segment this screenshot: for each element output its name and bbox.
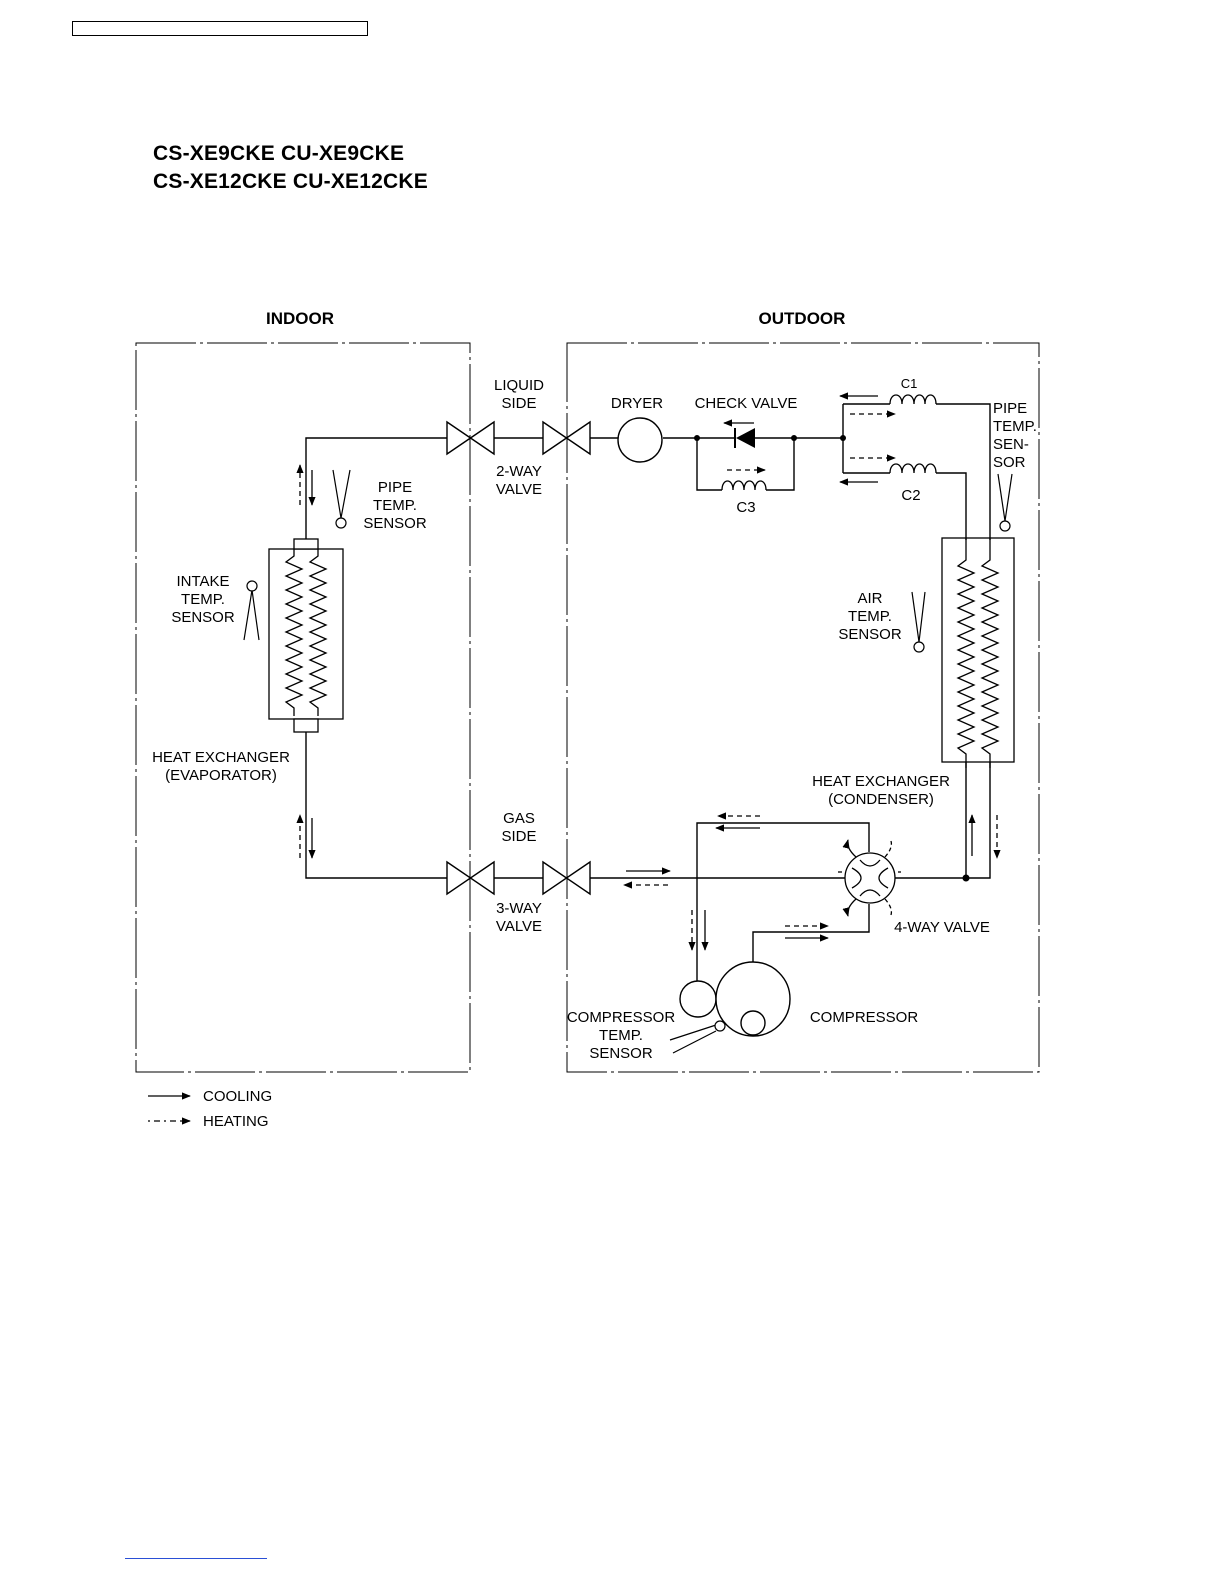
footer-link-line xyxy=(125,1558,267,1559)
c1-capillary-icon xyxy=(889,394,937,405)
indoor-liquid-pipe xyxy=(305,437,447,539)
condenser-label: (CONDENSER) xyxy=(828,791,934,808)
condenser-junction-dot xyxy=(962,874,970,882)
indoor-pipe-temp-sensor-label: PIPE xyxy=(378,479,412,496)
dryer-label: DRYER xyxy=(611,395,663,412)
outdoor-pipe-temp-sensor-label: PIPE xyxy=(993,400,1027,417)
air-temp-sensor-label: TEMP. xyxy=(848,608,892,625)
compressor-temp-sensor-label: TEMP. xyxy=(599,1027,643,1044)
pipe-4-way-to-condenser xyxy=(895,762,991,879)
intake-temp-sensor-label: INTAKE xyxy=(176,573,229,590)
junction-dot xyxy=(791,435,797,441)
two-way-valve-label: 2-WAY xyxy=(496,463,542,480)
liquid-side-label: LIQUID xyxy=(494,377,544,394)
air-temp-sensor-label: SENSOR xyxy=(838,626,902,643)
discharge-pipe xyxy=(752,904,870,963)
compressor-temp-sensor-label: COMPRESSOR xyxy=(567,1009,676,1026)
model-line-2: CS-XE12CKE CU-XE12CKE xyxy=(153,170,428,193)
compressor-icon xyxy=(679,961,791,1037)
outdoor-pipe-temp-sensor-label: SEN- xyxy=(993,436,1029,453)
c3-bypass-pipe xyxy=(696,438,795,491)
air-temp-sensor-icon xyxy=(911,591,926,653)
two-way-valve-label: VALVE xyxy=(496,481,542,498)
c2-pipe xyxy=(843,472,967,540)
evaporator-label: HEAT EXCHANGER xyxy=(152,749,290,766)
evaporator-label: (EVAPORATOR) xyxy=(165,767,277,784)
legend-heating-label: HEATING xyxy=(203,1113,269,1130)
condenser-label: HEAT EXCHANGER xyxy=(812,773,950,790)
header-box xyxy=(72,21,368,36)
c3-capillary-icon xyxy=(721,480,767,491)
two-way-valve-indoor-icon xyxy=(446,420,495,456)
liquid-side-label: SIDE xyxy=(501,395,536,412)
air-temp-sensor-label: AIR xyxy=(857,590,882,607)
legend: COOLING HEATING xyxy=(148,1088,272,1130)
indoor-pipe-temp-sensor-label: SENSOR xyxy=(363,515,427,532)
gas-side-label: GAS xyxy=(503,810,535,827)
intake-temp-sensor-label: TEMP. xyxy=(181,591,225,608)
compressor-temp-sensor-label: SENSOR xyxy=(589,1045,653,1062)
junction-dot xyxy=(840,435,846,441)
four-way-valve-icon xyxy=(838,839,903,917)
three-way-valve-indoor-icon xyxy=(446,860,495,896)
c3-label: C3 xyxy=(736,499,755,516)
suction-pipe xyxy=(696,822,870,983)
outdoor-pipe-temp-sensor-label: SOR xyxy=(993,454,1026,471)
gas-side-label: SIDE xyxy=(501,828,536,845)
intake-temp-sensor-icon xyxy=(243,580,260,641)
intake-temp-sensor-label: SENSOR xyxy=(171,609,235,626)
indoor-pipe-temp-sensor-icon xyxy=(332,469,351,529)
four-way-valve-label: 4-WAY VALVE xyxy=(894,919,990,936)
indoor-heading: INDOOR xyxy=(266,309,334,328)
outdoor-pipe-temp-sensor-icon xyxy=(997,473,1013,532)
three-way-valve-icon xyxy=(542,860,591,896)
unit-boundaries xyxy=(135,342,1040,1073)
legend-cooling-label: COOLING xyxy=(203,1088,272,1105)
outdoor-unit-boundary xyxy=(566,342,1040,1073)
c2-capillary-icon xyxy=(889,463,937,474)
outdoor-pipe-temp-sensor-label: TEMP. xyxy=(993,418,1037,435)
two-way-valve-icon xyxy=(542,420,591,456)
c1-label: C1 xyxy=(901,376,918,391)
model-line-1: CS-XE9CKE CU-XE9CKE xyxy=(153,142,405,165)
indoor-gas-pipe xyxy=(305,732,447,879)
indoor-pipe-temp-sensor-label: TEMP. xyxy=(373,497,417,514)
evaporator-icon xyxy=(268,538,344,733)
three-way-valve-label: VALVE xyxy=(496,918,542,935)
compressor-temp-sensor-icon xyxy=(669,1020,726,1054)
check-valve-label: CHECK VALVE xyxy=(695,395,798,412)
check-valve-icon xyxy=(734,428,755,448)
dryer-icon xyxy=(617,417,663,463)
indoor-unit-boundary xyxy=(135,342,471,1073)
c2-label: C2 xyxy=(901,487,920,504)
three-way-valve-label: 3-WAY xyxy=(496,900,542,917)
c1-pipe xyxy=(843,403,991,540)
condenser-icon xyxy=(941,537,1015,768)
compressor-label: COMPRESSOR xyxy=(810,1009,919,1026)
outdoor-heading: OUTDOOR xyxy=(759,309,846,328)
junction-dot xyxy=(694,435,700,441)
